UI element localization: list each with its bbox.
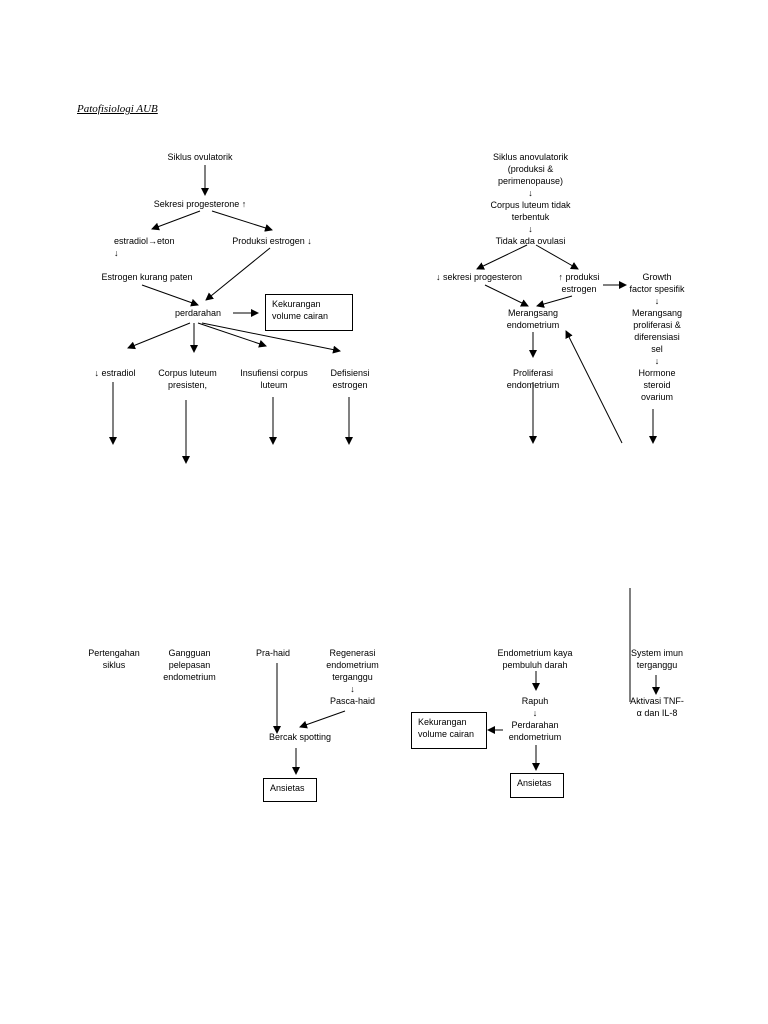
node-pertengahan-siklus: Pertengahan siklus: [88, 648, 140, 670]
arrow: [536, 295, 573, 308]
box-ansietas-left: Ansietas: [263, 778, 317, 802]
node-produksi-estrogen-up: ↑ produksi estrogen: [558, 272, 600, 294]
node-bercak-spotting: Bercak spotting: [268, 732, 332, 742]
arrow: [151, 210, 201, 231]
arrow: [211, 210, 273, 232]
box-kekurangan-volume-cairan-right: Kekurangan volume cairan: [411, 712, 487, 749]
node-sekresi-progesterone: Sekresi progesterone ↑: [153, 199, 247, 209]
arrow: [565, 330, 623, 444]
node-system-imun: System imun terganggu: [630, 648, 683, 670]
page-title: Patofisiologi AUB: [77, 103, 158, 115]
arrow: [201, 322, 341, 354]
node-estrogen-kurang-paten: Estrogen kurang paten: [101, 272, 193, 282]
arrow: [141, 284, 199, 307]
arrow: [535, 244, 579, 270]
node-endometrium-kaya: Endometrium kaya pembuluh darah: [497, 648, 573, 670]
arrow: [484, 284, 529, 307]
node-defisiensi-estrogen: Defisiensi estrogen: [330, 368, 370, 390]
node-regenerasi-endometrium: Regenerasi endometrium terganggu ↓ Pasca…: [326, 648, 379, 706]
node-growth-factor: Growth factor spesifik ↓ Merangsang prol…: [629, 272, 685, 402]
node-perdarahan: perdarahan: [174, 308, 222, 318]
arrow: [299, 710, 346, 729]
node-insufiensi-corpus-luteum: Insufiensi corpus luteum: [240, 368, 308, 390]
node-aktivasi-tnf: Aktivasi TNF- α dan IL-8: [630, 696, 684, 718]
box-ansietas-right: Ansietas: [510, 773, 564, 798]
arrow: [197, 322, 267, 348]
arrow: [127, 322, 191, 350]
node-siklus-anovulatorik: Siklus anovulatorik (produksi & perimeno…: [490, 152, 571, 246]
node-merangsang-endometrium: Merangsang endometrium: [506, 308, 560, 330]
node-siklus-ovulatorik: Siklus ovulatorik: [167, 152, 233, 162]
node-pra-haid: Pra-haid: [255, 648, 291, 658]
node-gangguan-pelepasan: Gangguan pelepasan endometrium: [163, 648, 216, 682]
box-kekurangan-volume-cairan-left: Kekurangan volume cairan: [265, 294, 353, 331]
node-produksi-estrogen: Produksi estrogen ↓: [232, 236, 312, 246]
node-estradiol-eton: estradiol→eton ↓: [114, 236, 175, 258]
node-corpus-luteum-presisten: Corpus luteum presisten,: [158, 368, 217, 390]
arrow: [205, 247, 271, 301]
arrow: [476, 244, 528, 270]
node-sekresi-progesteron-down: ↓ sekresi progesteron: [436, 272, 523, 282]
node-rapuh-perdarahan: Rapuh ↓ Perdarahan endometrium: [508, 696, 562, 742]
node-estradiol-down: ↓ estradiol: [94, 368, 136, 378]
